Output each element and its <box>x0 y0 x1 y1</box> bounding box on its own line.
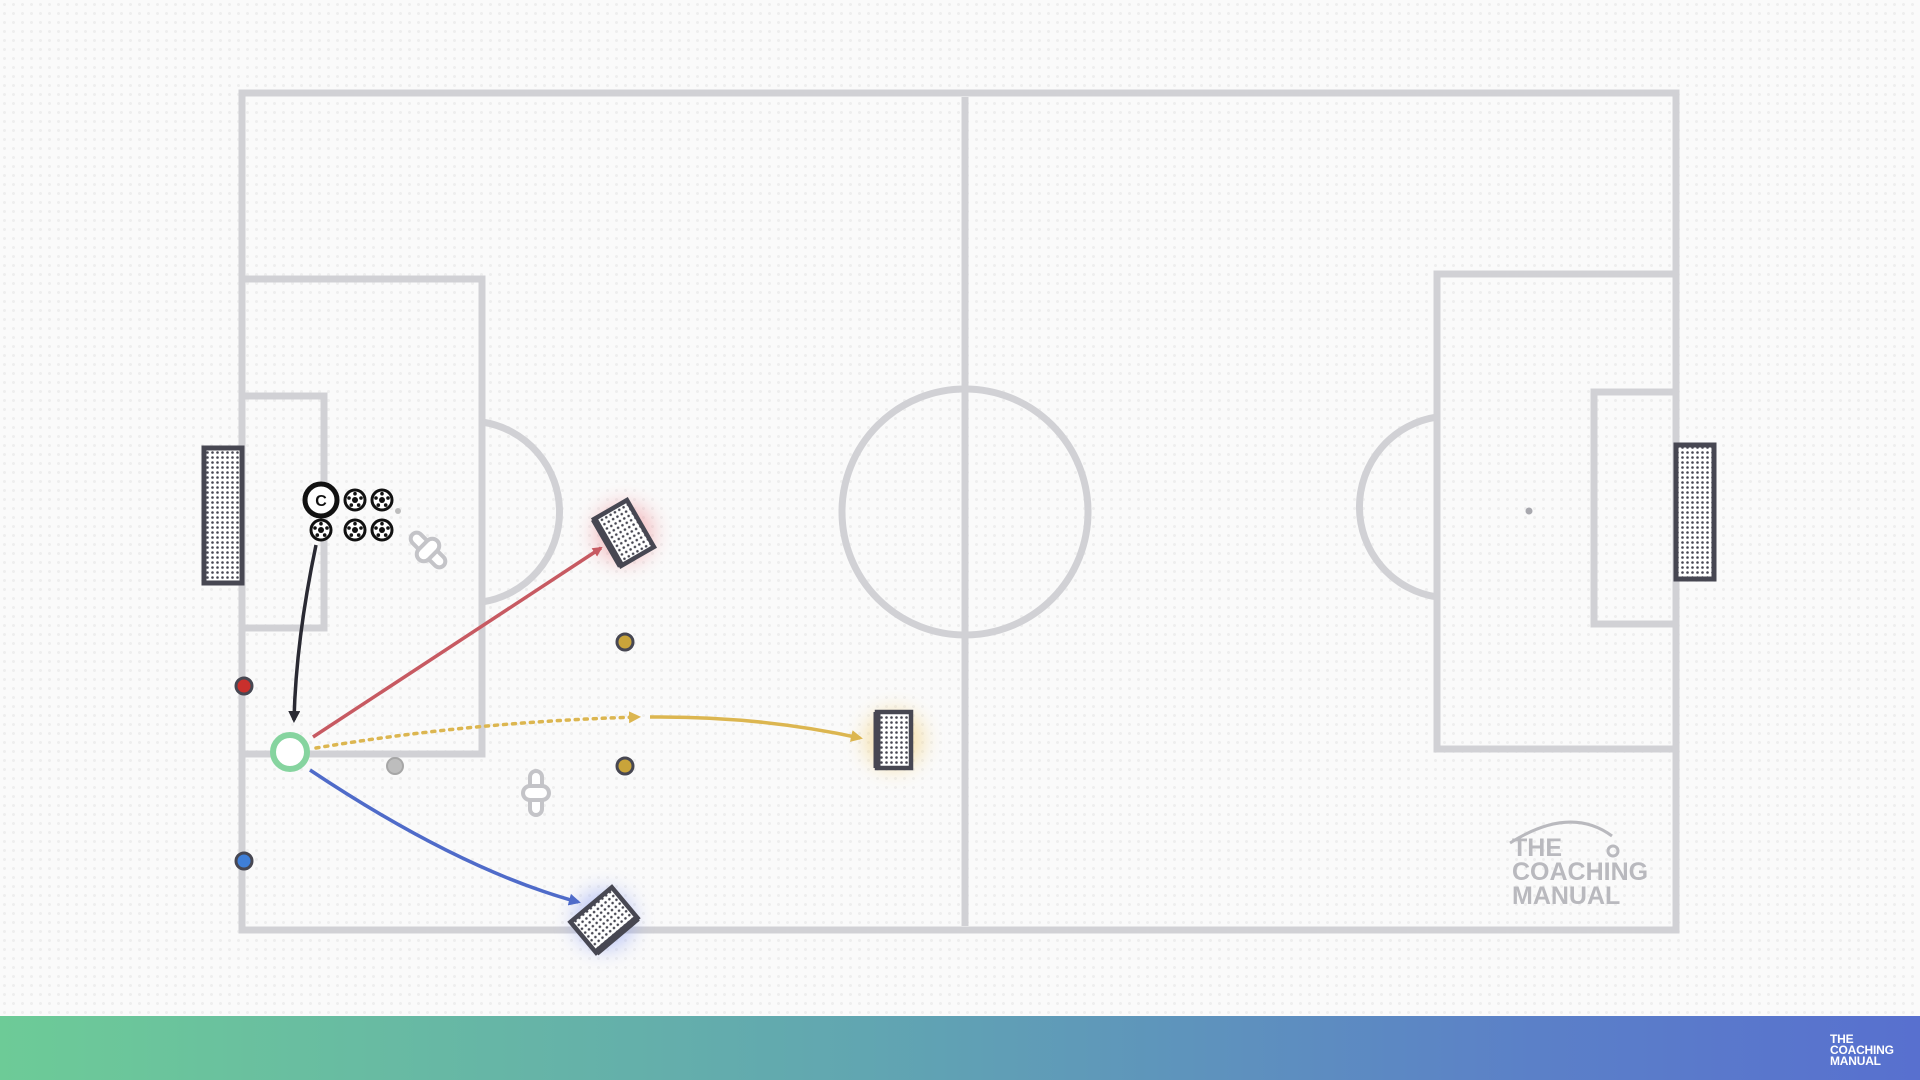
right-penalty-area <box>1433 270 1680 753</box>
left-penalty-area <box>238 275 486 758</box>
footer-logo: THE COACHING MANUAL <box>1830 1032 1910 1068</box>
watermark-line2: COACHING <box>1512 858 1648 886</box>
logo-arc-icon <box>1509 820 1613 845</box>
mannequin-icon <box>521 769 551 817</box>
mini-goal-icon <box>590 497 658 569</box>
goal-net-icon <box>201 445 245 586</box>
red-marker <box>234 676 254 696</box>
goal-net-icon <box>1673 442 1717 582</box>
soccer-ball-icon <box>309 518 333 542</box>
soccer-ball-icon <box>343 488 367 512</box>
watermark-logo: THE COACHING MANUAL <box>1509 820 1648 910</box>
start-point-ring <box>270 732 310 772</box>
blue-shot-path <box>309 768 581 906</box>
ball-supply <box>309 488 394 542</box>
training-drill-diagram: C THE COACHING MANUAL <box>201 89 1717 956</box>
right-goal-area <box>1590 388 1680 628</box>
yellow-dribble-path <box>314 711 641 750</box>
right-penalty-spot <box>1525 507 1533 515</box>
left-penalty-arc <box>481 418 563 606</box>
right-penalty-arc <box>1356 413 1438 601</box>
footer-logo-line3: MANUAL <box>1830 1054 1881 1068</box>
small-dot <box>395 508 401 514</box>
soccer-ball-icon <box>370 488 394 512</box>
footer-bar: THE COACHING MANUAL <box>0 1016 1920 1080</box>
blue-marker <box>234 851 254 871</box>
pitch-markings <box>238 89 1680 934</box>
footer-logo-line1: THE <box>1830 1032 1854 1046</box>
footer-logo-line2: COACHING <box>1830 1043 1894 1057</box>
watermark-line3: MANUAL <box>1512 882 1620 910</box>
soccer-ball-icon <box>343 518 367 542</box>
pitch-boundary <box>238 89 1680 934</box>
red-shot-path <box>312 546 603 739</box>
cone-icon <box>615 632 635 652</box>
soccer-ball-icon <box>370 518 394 542</box>
yellow-shot-path <box>649 715 863 742</box>
mini-goal-icon <box>873 709 914 771</box>
coach-pass-path <box>288 544 318 723</box>
mini-goal-icon <box>567 884 641 956</box>
coach-label: C <box>315 493 327 510</box>
cone-icon <box>615 756 635 776</box>
grey-ball <box>386 757 404 775</box>
watermark-line1: THE <box>1512 834 1562 862</box>
coach: C <box>302 481 340 519</box>
mannequin-icon <box>408 530 448 570</box>
center-circle <box>838 385 1092 639</box>
